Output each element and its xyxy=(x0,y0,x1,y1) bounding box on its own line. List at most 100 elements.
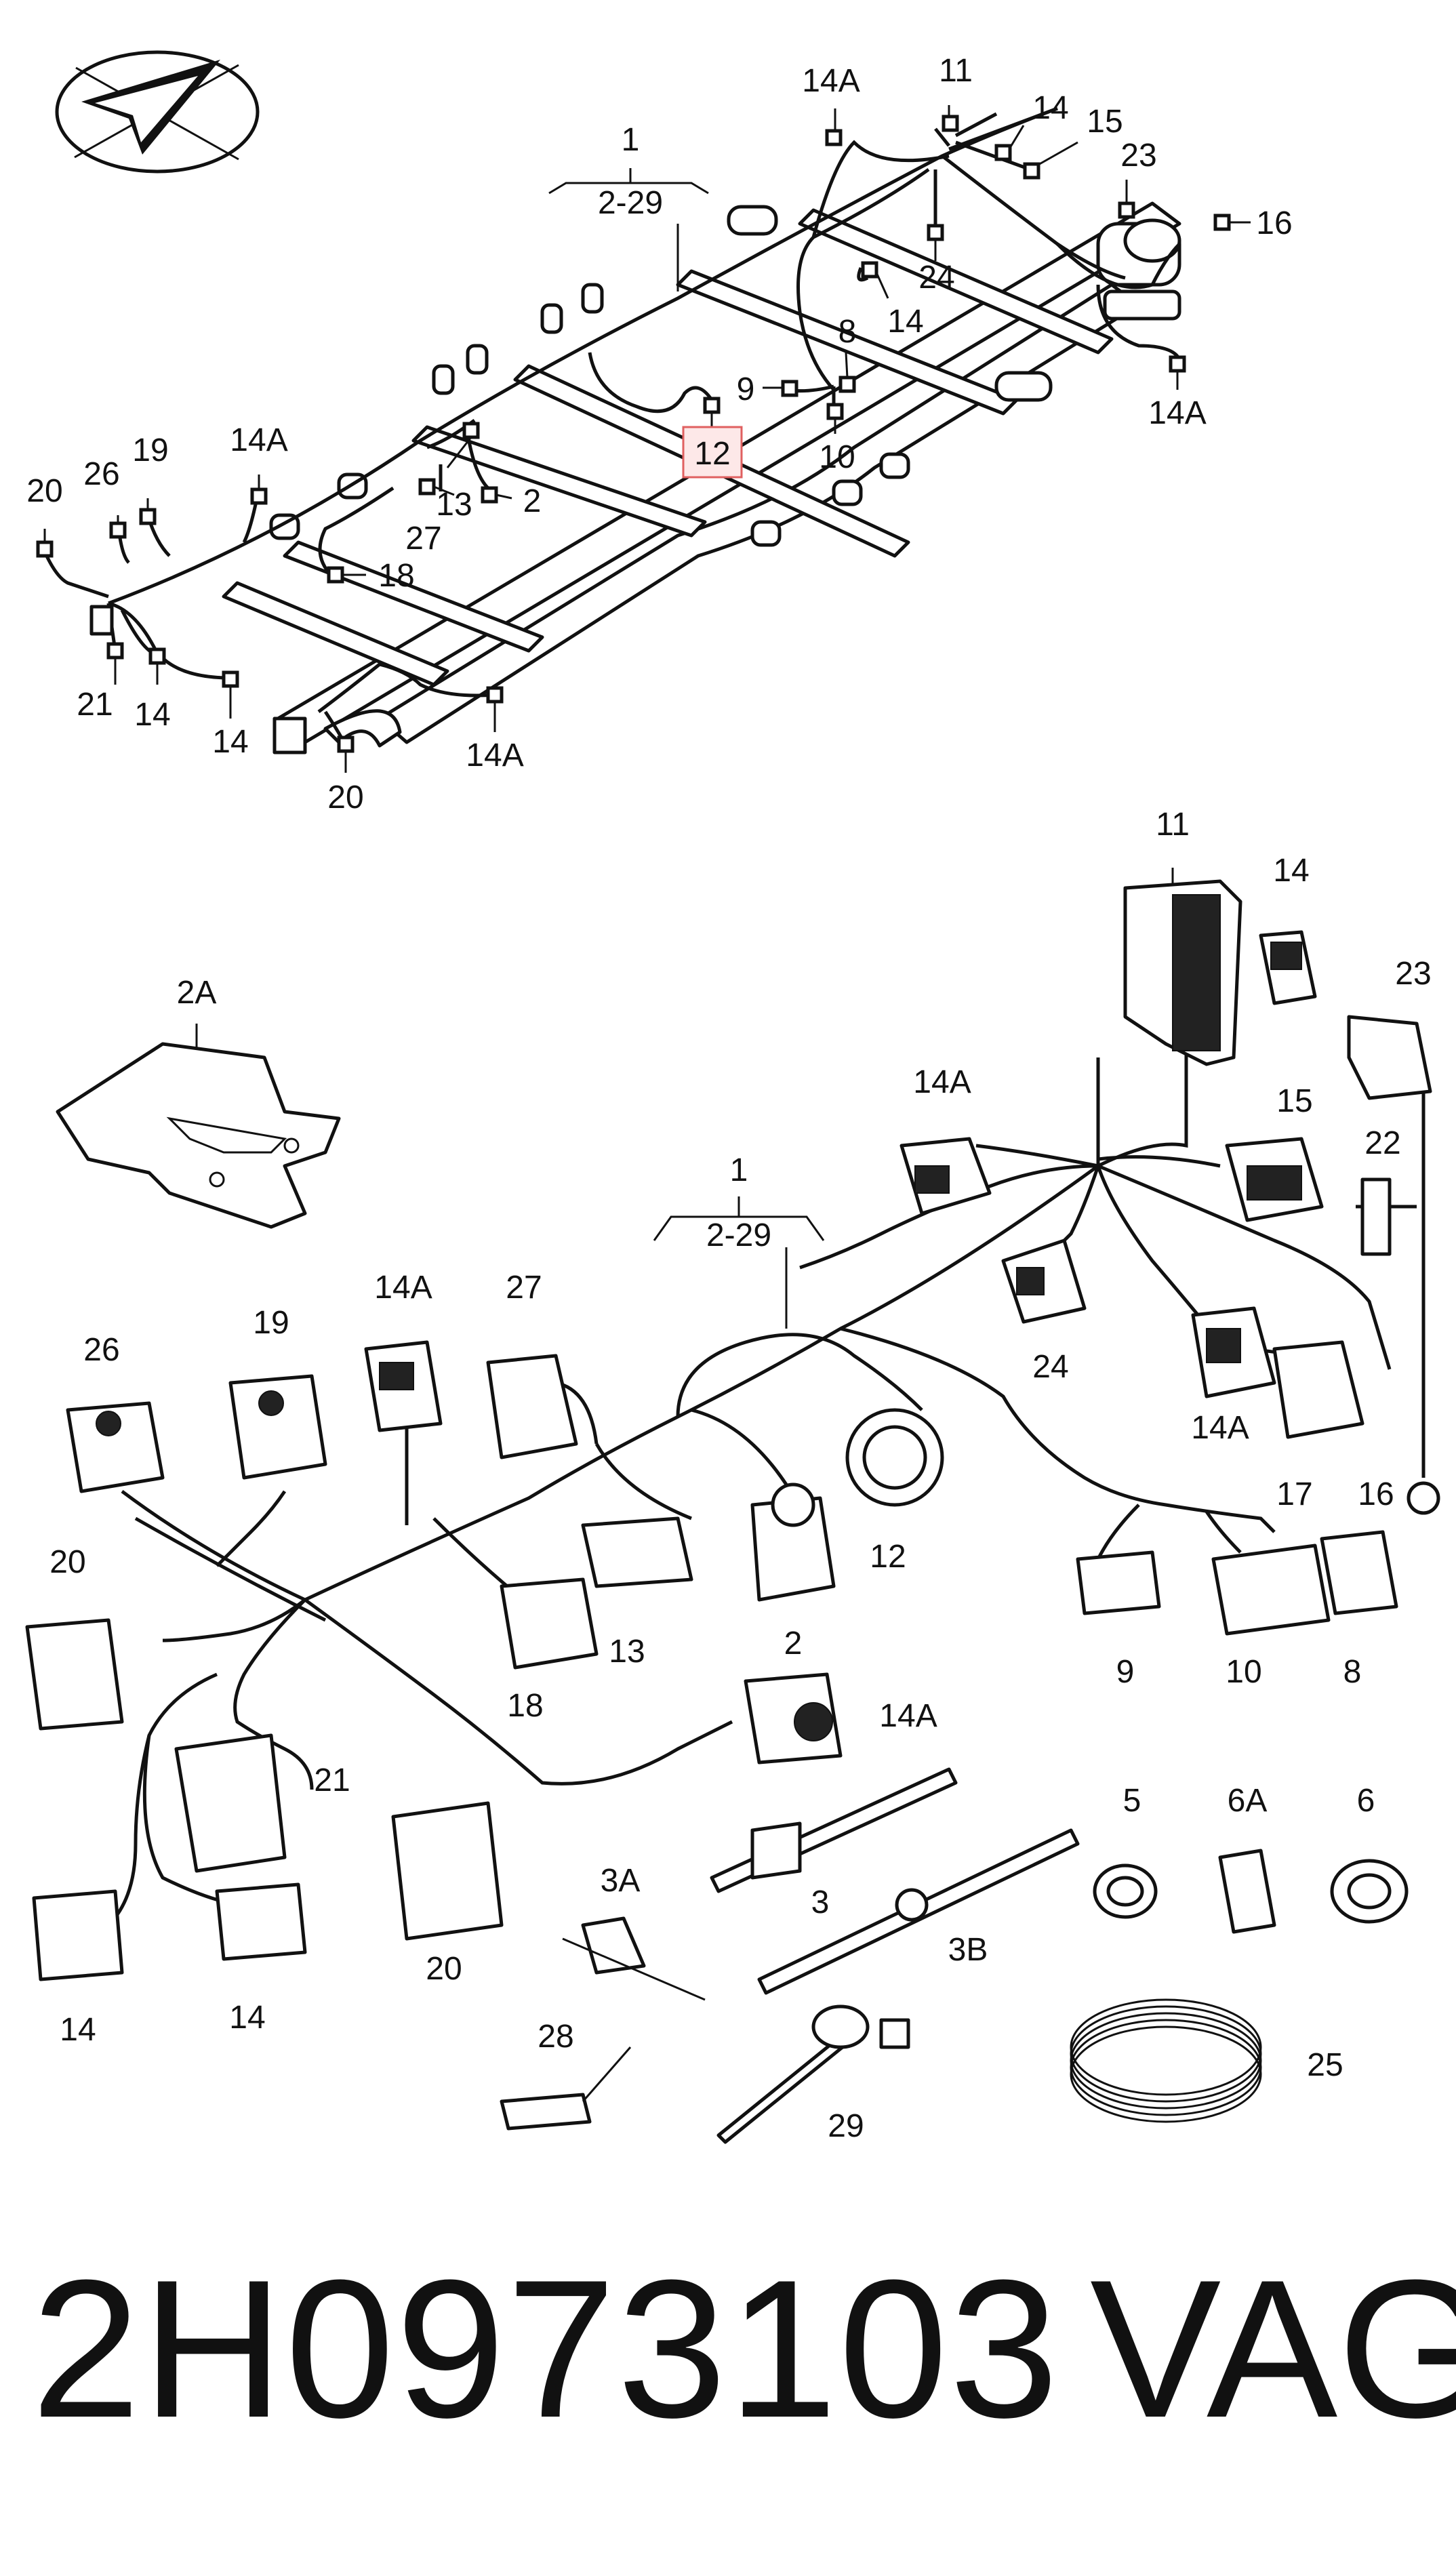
connector-21 xyxy=(174,1733,287,1873)
brand-name: VAG xyxy=(1090,2239,1456,2459)
callout: 3B xyxy=(948,1932,988,1968)
callout: 11 xyxy=(1156,807,1190,843)
callout: 9 xyxy=(737,371,755,407)
callout: 19 xyxy=(132,432,168,468)
wire-coil-25 xyxy=(1070,1998,1262,2123)
connector-18 xyxy=(500,1577,599,1670)
callout: 26 xyxy=(83,1332,119,1368)
callout: 20 xyxy=(426,1951,462,1987)
callout: 15 xyxy=(1276,1083,1312,1119)
callout: 3A xyxy=(601,1863,641,1899)
callout: 13 xyxy=(436,487,472,523)
callout: 26 xyxy=(83,456,119,492)
callout: 13 xyxy=(609,1634,645,1670)
clip-3a xyxy=(562,1916,706,2001)
top-connector-nodes xyxy=(36,115,1231,753)
connector-14-top xyxy=(1259,930,1317,1005)
connector-8 xyxy=(1320,1530,1398,1615)
connector-14-bottom xyxy=(215,1882,307,1961)
callout: 14A xyxy=(230,422,287,458)
callout: 23 xyxy=(1120,138,1156,174)
connector-14-bottom-left xyxy=(32,1889,124,1981)
callout: 8 xyxy=(1343,1654,1362,1690)
top-group-bracket: 1 2-29 xyxy=(548,122,709,291)
callout: 16 xyxy=(1256,205,1292,241)
top-harness-wires xyxy=(39,106,1181,747)
connector-23 xyxy=(1347,1015,1432,1100)
connector-27 xyxy=(486,1354,578,1459)
connector-14a-bottom xyxy=(744,1672,843,1765)
bottom-group-range: 2-29 xyxy=(706,1217,771,1253)
callout: 14A xyxy=(1191,1410,1249,1446)
callout: 6 xyxy=(1357,1783,1375,1819)
connector-14a-right xyxy=(1191,1306,1276,1398)
callout: 17 xyxy=(1276,1476,1312,1512)
callout: 2 xyxy=(784,1626,803,1661)
top-leader-lines xyxy=(43,105,1251,773)
connector-20-left xyxy=(25,1618,124,1731)
callout: 23 xyxy=(1395,956,1431,992)
clip-5 xyxy=(1093,1863,1158,1919)
clip-6a xyxy=(1218,1849,1276,1934)
callout: 6A xyxy=(1228,1783,1268,1819)
callout: 10 xyxy=(1226,1654,1261,1690)
callout: 24 xyxy=(918,260,954,296)
callout: 14 xyxy=(1032,90,1068,126)
bottom-group-bracket: 1 2-29 xyxy=(653,1152,825,1329)
connector-20-bottom xyxy=(391,1801,504,1941)
callout: 28 xyxy=(538,2019,573,2055)
top-callouts: 14A 11 14 15 23 16 24 14 8 9 10 12 14A 2… xyxy=(26,53,1292,815)
callout: 14 xyxy=(212,724,248,760)
callout: 20 xyxy=(49,1544,85,1580)
callout: 21 xyxy=(77,687,113,723)
connector-14a-mid xyxy=(899,1137,992,1215)
callout: 29 xyxy=(828,2108,864,2144)
cable-tie-3 xyxy=(710,1767,958,1893)
callout: 10 xyxy=(819,439,855,475)
clip-6 xyxy=(1330,1859,1409,1924)
callout: 14A xyxy=(913,1064,971,1100)
callout: 14 xyxy=(887,304,923,340)
callout: 15 xyxy=(1087,104,1123,140)
callout: 14 xyxy=(229,2000,265,2036)
logo-emblem xyxy=(55,50,260,174)
connector-10 xyxy=(1211,1544,1331,1636)
highlight-box xyxy=(682,426,743,479)
callout: 14A xyxy=(374,1270,432,1306)
part-number: 2H0973103 xyxy=(31,2239,1060,2459)
callout: 14 xyxy=(1273,853,1309,889)
connector-9 xyxy=(1076,1550,1161,1615)
callout: 20 xyxy=(327,780,363,815)
connector-14a-left xyxy=(364,1340,443,1432)
callout: 14 xyxy=(60,2012,96,2048)
callout: 2 xyxy=(523,483,542,519)
callout: 25 xyxy=(1307,2047,1343,2083)
callout: 20 xyxy=(26,473,62,509)
connector-26 xyxy=(66,1401,165,1493)
callout: 27 xyxy=(405,521,441,557)
connector-17 xyxy=(1272,1340,1364,1439)
connector-12 xyxy=(845,1408,944,1507)
top-group-label: 1 xyxy=(622,122,640,158)
callout: 16 xyxy=(1358,1476,1394,1512)
connector-24 xyxy=(1001,1238,1087,1324)
callout: 27 xyxy=(506,1270,542,1306)
callout: 12 xyxy=(870,1539,906,1575)
connector-11 xyxy=(1123,868,1242,1066)
callout: 14A xyxy=(1148,395,1206,431)
callout: 2A xyxy=(177,975,217,1011)
callout: 14A xyxy=(879,1698,937,1734)
callout: 8 xyxy=(838,314,857,350)
callout: 5 xyxy=(1123,1783,1141,1819)
connector-19 xyxy=(228,1374,327,1480)
callout: 21 xyxy=(314,1762,350,1798)
callout: 19 xyxy=(253,1305,289,1341)
connector-13 xyxy=(581,1516,693,1588)
callout: 3 xyxy=(811,1884,830,1920)
bottom-group-label: 1 xyxy=(730,1152,748,1188)
bottom-harness-wires xyxy=(107,1030,1417,1927)
connector-15 xyxy=(1225,1137,1324,1222)
callout: 22 xyxy=(1364,1125,1400,1161)
callout: 14 xyxy=(134,697,170,733)
